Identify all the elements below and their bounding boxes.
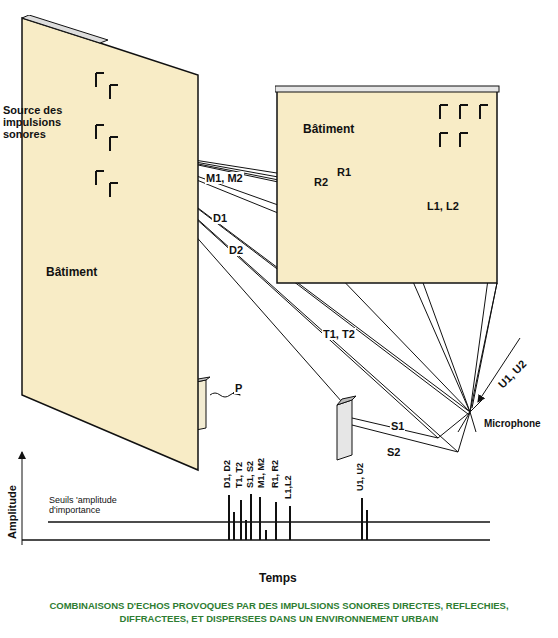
path-label: L1, L2: [426, 200, 460, 212]
path-label: D2: [228, 244, 244, 256]
path-label: P: [234, 382, 243, 394]
echo-label: M1, M2: [257, 457, 267, 489]
building-outline: [20, 15, 202, 477]
path-label: S1: [390, 420, 405, 432]
path-label: Microphone: [483, 418, 542, 429]
path-label: Source des impulsions sonores: [2, 104, 104, 140]
echo-label: D1, D2: [223, 459, 233, 489]
echo-label: S1, S2: [246, 460, 256, 489]
echo-label: T1, T2: [235, 461, 245, 489]
path-label: M1, M2: [205, 172, 244, 184]
path-label: S2: [386, 446, 401, 458]
echo-label: R1, R2: [271, 459, 281, 489]
path-label: R1: [336, 166, 352, 178]
echo-label: L1,L2: [284, 474, 294, 500]
microphone-symbol: [458, 400, 482, 432]
building: Bâtiment: [20, 15, 202, 477]
path-label: R2: [313, 176, 329, 188]
echo-label: U1, U2: [356, 462, 366, 492]
caption: COMBINAISONS D'ECHOS PROVOQUES PAR DES I…: [14, 600, 544, 626]
path-label: D1: [212, 212, 228, 224]
axis-label: Amplitude: [6, 484, 18, 540]
axis-label: Temps: [258, 572, 298, 585]
path-label: U1, U2: [495, 357, 529, 391]
building-outline: [275, 85, 501, 285]
path-label: Seuils 'amplitude d'importance: [48, 496, 160, 516]
pillars: [186, 377, 356, 460]
building-label: Bâtiment: [46, 265, 97, 279]
building-label: Bâtiment: [303, 122, 354, 136]
echo-chart: [22, 452, 490, 545]
building: Bâtiment: [275, 85, 501, 285]
path-label: T1, T2: [322, 328, 356, 340]
